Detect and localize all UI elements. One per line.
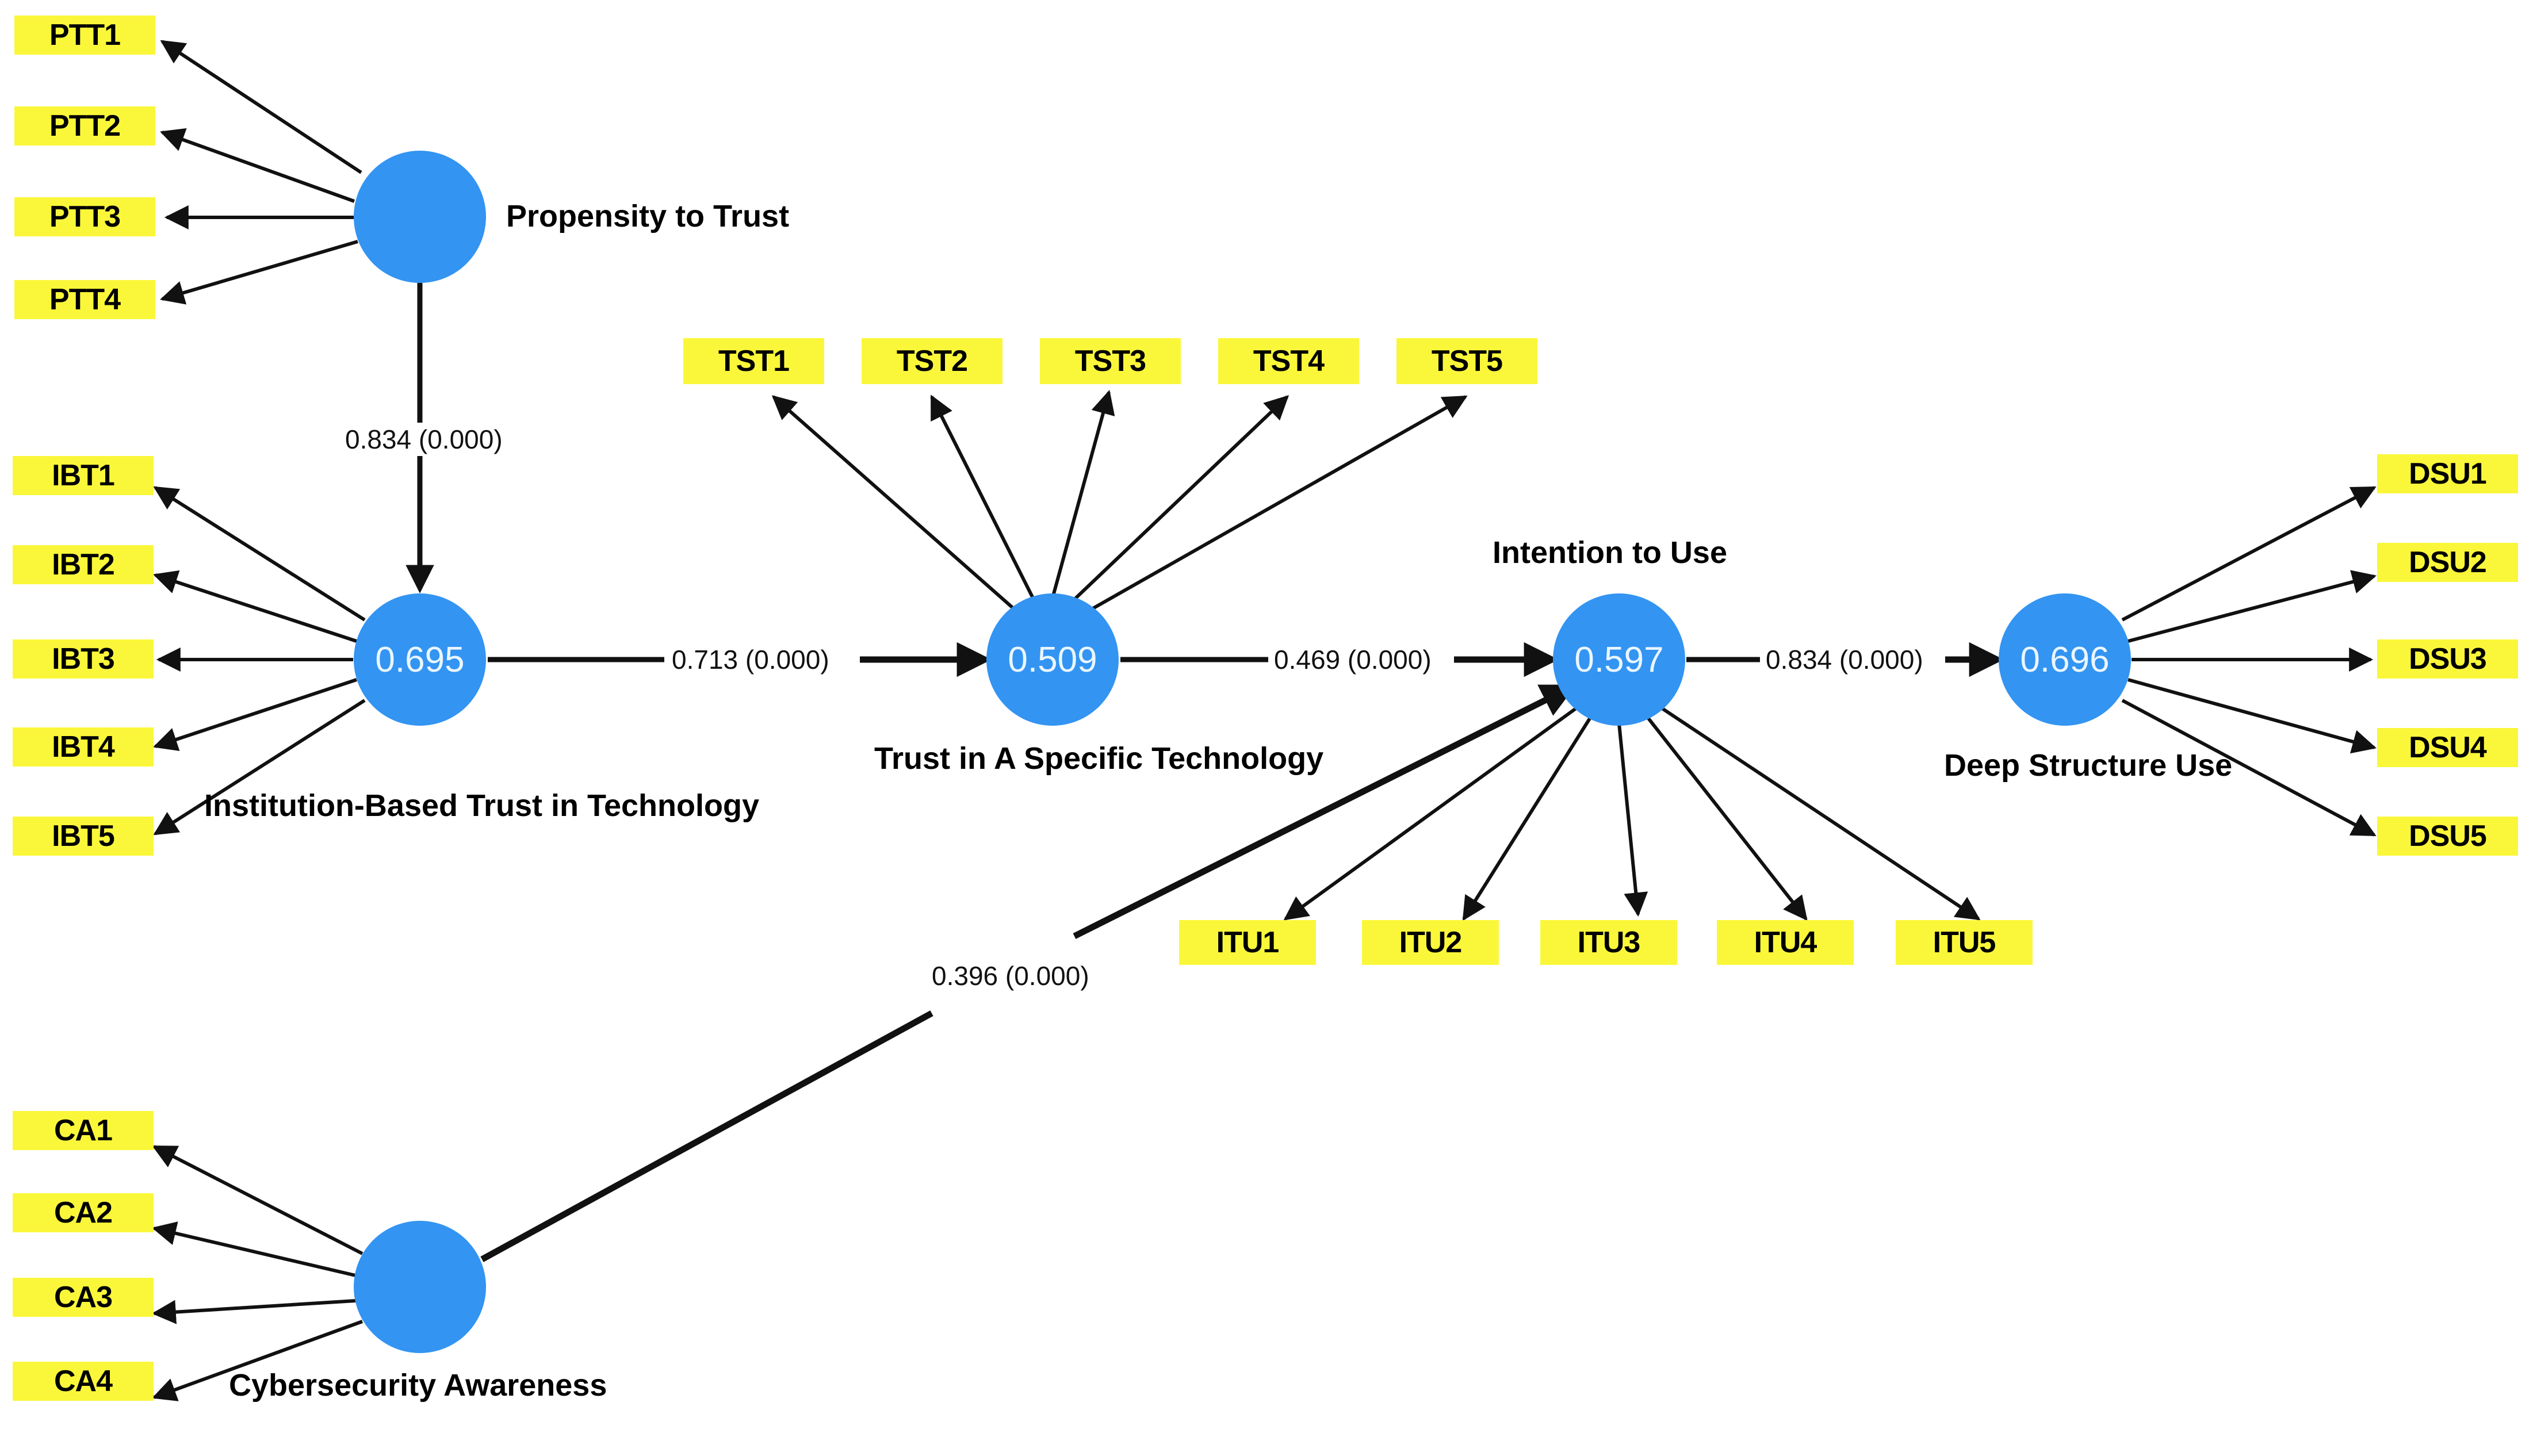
indicator-ibt2[interactable]: IBT2 — [13, 545, 154, 584]
indicator-dsu2[interactable]: DSU2 — [2377, 543, 2518, 582]
structural-edges — [405, 283, 2004, 1262]
indicator-itu4[interactable]: ITU4 — [1717, 920, 1854, 965]
indicator-tst2[interactable]: TST2 — [862, 338, 1002, 384]
measurement-edges-ibt — [153, 486, 366, 836]
path-label-itu-dsu: 0.834 (0.000) — [1760, 643, 1929, 676]
construct-intention-to-use[interactable]: 0.597 — [1553, 593, 1685, 726]
indicator-ibt5[interactable]: IBT5 — [13, 817, 154, 856]
indicator-ptt1[interactable]: PTT1 — [14, 16, 155, 55]
indicator-itu5[interactable]: ITU5 — [1896, 920, 2033, 965]
path-label-ptt-ibt: 0.834 (0.000) — [339, 423, 508, 456]
measurement-edges-itu — [1283, 707, 1981, 921]
construct-label-cybersecurity-awareness: Cybersecurity Awareness — [229, 1368, 607, 1403]
construct-label-institution-based-trust: Institution-Based Trust in Technology — [204, 788, 760, 823]
measurement-edges-dsu — [2121, 486, 2377, 837]
construct-label-intention-to-use: Intention to Use — [1493, 535, 1727, 570]
construct-institution-based-trust[interactable]: 0.695 — [354, 593, 486, 726]
indicator-dsu3[interactable]: DSU3 — [2377, 639, 2518, 679]
indicator-tst5[interactable]: TST5 — [1396, 338, 1537, 384]
indicator-ptt2[interactable]: PTT2 — [14, 106, 155, 145]
measurement-edges-ptt — [159, 40, 362, 305]
construct-label-deep-structure-use: Deep Structure Use — [1944, 748, 2233, 783]
construct-cybersecurity-awareness[interactable] — [354, 1221, 486, 1353]
indicator-itu3[interactable]: ITU3 — [1540, 920, 1677, 965]
indicator-ptt4[interactable]: PTT4 — [14, 280, 155, 319]
indicator-ca2[interactable]: CA2 — [13, 1193, 154, 1232]
indicator-ca3[interactable]: CA3 — [13, 1278, 154, 1317]
construct-label-propensity-to-trust: Propensity to Trust — [506, 199, 790, 233]
indicator-tst3[interactable]: TST3 — [1040, 338, 1181, 384]
indicator-ibt3[interactable]: IBT3 — [13, 639, 154, 679]
path-label-ca-itu: 0.396 (0.000) — [926, 959, 1095, 993]
indicator-ca4[interactable]: CA4 — [13, 1362, 154, 1401]
indicator-tst1[interactable]: TST1 — [683, 338, 824, 384]
indicator-itu2[interactable]: ITU2 — [1362, 920, 1499, 965]
indicator-dsu5[interactable]: DSU5 — [2377, 817, 2518, 856]
indicator-ibt1[interactable]: IBT1 — [13, 456, 154, 495]
path-label-tst-itu: 0.469 (0.000) — [1268, 643, 1437, 676]
construct-trust-specific-technology[interactable]: 0.509 — [986, 593, 1119, 726]
measurement-edges-tst — [771, 389, 1468, 614]
indicator-ibt4[interactable]: IBT4 — [13, 727, 154, 767]
path-label-ibt-tst: 0.713 (0.000) — [666, 643, 835, 676]
path-ca-itu-a — [480, 1010, 933, 1262]
indicator-dsu1[interactable]: DSU1 — [2377, 454, 2518, 493]
construct-propensity-to-trust[interactable] — [354, 151, 486, 283]
path-ca-itu-b — [1073, 684, 1576, 939]
indicator-ca1[interactable]: CA1 — [13, 1111, 154, 1150]
measurement-edges-ca — [151, 1145, 363, 1401]
indicator-itu1[interactable]: ITU1 — [1179, 920, 1316, 965]
indicator-ptt3[interactable]: PTT3 — [14, 197, 155, 236]
indicator-dsu4[interactable]: DSU4 — [2377, 728, 2518, 767]
construct-deep-structure-use[interactable]: 0.696 — [1999, 593, 2131, 726]
indicator-tst4[interactable]: TST4 — [1218, 338, 1359, 384]
construct-label-trust-specific-technology: Trust in A Specific Technology — [874, 741, 1324, 776]
